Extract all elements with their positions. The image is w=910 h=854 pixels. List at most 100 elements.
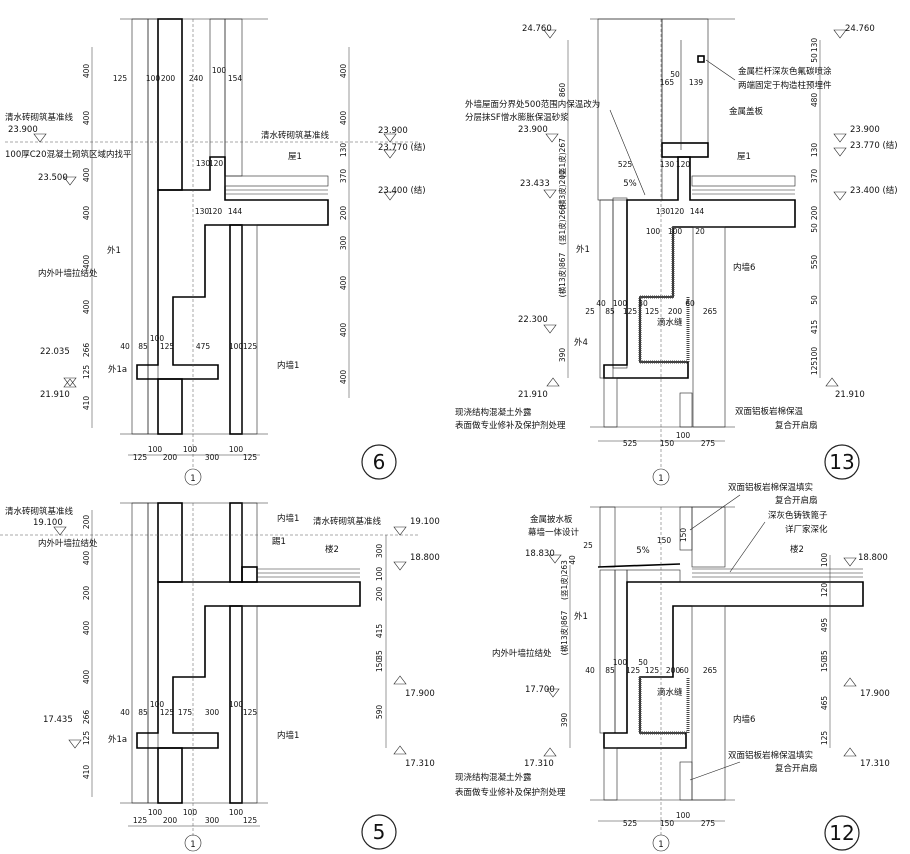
grid-bubble — [184, 468, 202, 486]
dimension-text: 40 — [596, 299, 606, 308]
dimension-text: 50 — [810, 223, 819, 233]
dimension-text: 265 — [703, 666, 718, 675]
elevation-marker — [543, 747, 557, 757]
dimension-text: 120 — [208, 207, 223, 216]
annotation-label: 清水砖砌筑基准线 — [261, 130, 330, 141]
grid-bubble — [652, 834, 670, 852]
dimension-text: 200 — [161, 74, 176, 83]
dimension-text: 200 — [82, 586, 91, 601]
block-wall-upper — [157, 502, 183, 583]
dimension-text: 300 — [205, 708, 220, 717]
dimension-text: 100 — [229, 445, 244, 454]
dimension-text: 25 — [583, 541, 593, 550]
dimension-text: (横13皮)867 — [559, 610, 569, 655]
dimension-text: 300 — [339, 236, 348, 251]
dimension-text: 100 — [668, 227, 683, 236]
dimension-text: 400 — [82, 300, 91, 315]
annotation-label: 复合开启扇 — [775, 420, 818, 431]
grid-axis-label: 1 — [658, 474, 663, 484]
annotation-label: 23.770 (结) — [378, 142, 426, 153]
dimension-text: 150 — [375, 658, 384, 673]
dimension-text: 400 — [82, 670, 91, 685]
annotation-label: 18.800 — [410, 553, 440, 563]
insulation-layer — [147, 502, 159, 804]
dimension-text: (竖1皮)263 — [559, 560, 569, 600]
dimension-text: 100 — [146, 74, 161, 83]
cavity-insulation — [638, 227, 690, 364]
dimension-text: 35 — [820, 650, 829, 660]
dimension-text: 125 — [133, 453, 148, 462]
dimension-text: 125 — [243, 342, 258, 351]
elevation-marker — [63, 377, 77, 387]
inner-block-lower — [229, 224, 243, 435]
dimension-text: 370 — [339, 169, 348, 184]
dimension-text: 150 — [679, 528, 688, 543]
elevation-marker — [833, 29, 847, 39]
detail-number-circle — [361, 444, 397, 480]
annotation-label: 23.900 — [378, 126, 408, 136]
leader — [689, 494, 741, 531]
dimension-text: 35 — [375, 650, 384, 660]
dimension-text: (横13皮)867 — [557, 252, 567, 297]
annotation-label: 屋1 — [737, 152, 751, 162]
dimension-text: 125 — [623, 307, 638, 316]
upper-brick — [599, 506, 616, 568]
annotation-label: 17.435 — [43, 715, 73, 725]
annotation-label: 18.800 — [858, 553, 888, 563]
annotation-label: 17.900 — [860, 689, 890, 699]
dimension-text: 100 — [613, 658, 628, 667]
elevation-marker — [383, 191, 397, 201]
dimension-text: 120 — [820, 583, 829, 598]
annotation-label: 5% — [636, 546, 650, 556]
dimension-text: 525 — [623, 819, 638, 828]
dimension-text: 40 — [120, 708, 130, 717]
grid-axis-label: 1 — [190, 474, 195, 484]
dimension-text: 125 — [626, 666, 641, 675]
annotation-label: 外1a — [108, 734, 127, 745]
dimension-text: 400 — [339, 111, 348, 126]
insulation-layer — [614, 569, 628, 734]
roof-insulation — [691, 175, 796, 187]
annotation-label: 100厚C20混凝土砌筑区域内找平 — [5, 149, 132, 160]
annotation-label: 楼2 — [325, 544, 339, 555]
annotation-label: 金属盖板 — [729, 106, 764, 117]
dimension-text: 60 — [679, 666, 689, 675]
dimension-text: 144 — [690, 207, 705, 216]
outer-brick-leaf — [131, 502, 149, 804]
elevation-marker — [33, 133, 47, 143]
annotation-label: 详厂家深化 — [785, 524, 828, 535]
annotation-label: 幕墙一体设计 — [528, 527, 580, 538]
annotation-label: 内外叶墙拉结处 — [38, 538, 98, 549]
dimension-text: 200 — [668, 307, 683, 316]
dimension-text: 100 — [148, 808, 163, 817]
dimension-text: 100 — [212, 66, 227, 75]
elevation-marker — [833, 191, 847, 201]
elevation-marker — [63, 176, 77, 186]
elevation-marker — [53, 526, 67, 536]
grid-bubble — [652, 468, 670, 486]
annotation-label: 外1 — [574, 611, 588, 622]
elevation-marker — [383, 149, 397, 159]
outer-brick-leaf — [599, 569, 616, 734]
leader — [705, 59, 736, 81]
dimension-text: 525 — [623, 439, 638, 448]
dimension-text: 130 — [810, 143, 819, 158]
dimension-text: 150 — [820, 658, 829, 673]
cavity-insulation — [638, 677, 690, 735]
elevation-marker — [543, 29, 557, 39]
elevation-marker — [543, 189, 557, 199]
elevation-marker — [393, 561, 407, 571]
dimension-text: 275 — [701, 439, 716, 448]
dimension-text: 130 — [656, 207, 671, 216]
dimension-text: 300 — [375, 544, 384, 559]
inner-brick-wall — [692, 226, 726, 428]
annotation-label: 外1 — [576, 244, 590, 255]
annotation-label: 23.433 — [520, 179, 550, 189]
lower-brick — [603, 747, 618, 801]
dimension-text: 266 — [82, 710, 91, 725]
dimension-text: 590 — [375, 705, 384, 720]
lower-brick — [603, 377, 618, 428]
dimension-text: 860 — [558, 83, 567, 98]
